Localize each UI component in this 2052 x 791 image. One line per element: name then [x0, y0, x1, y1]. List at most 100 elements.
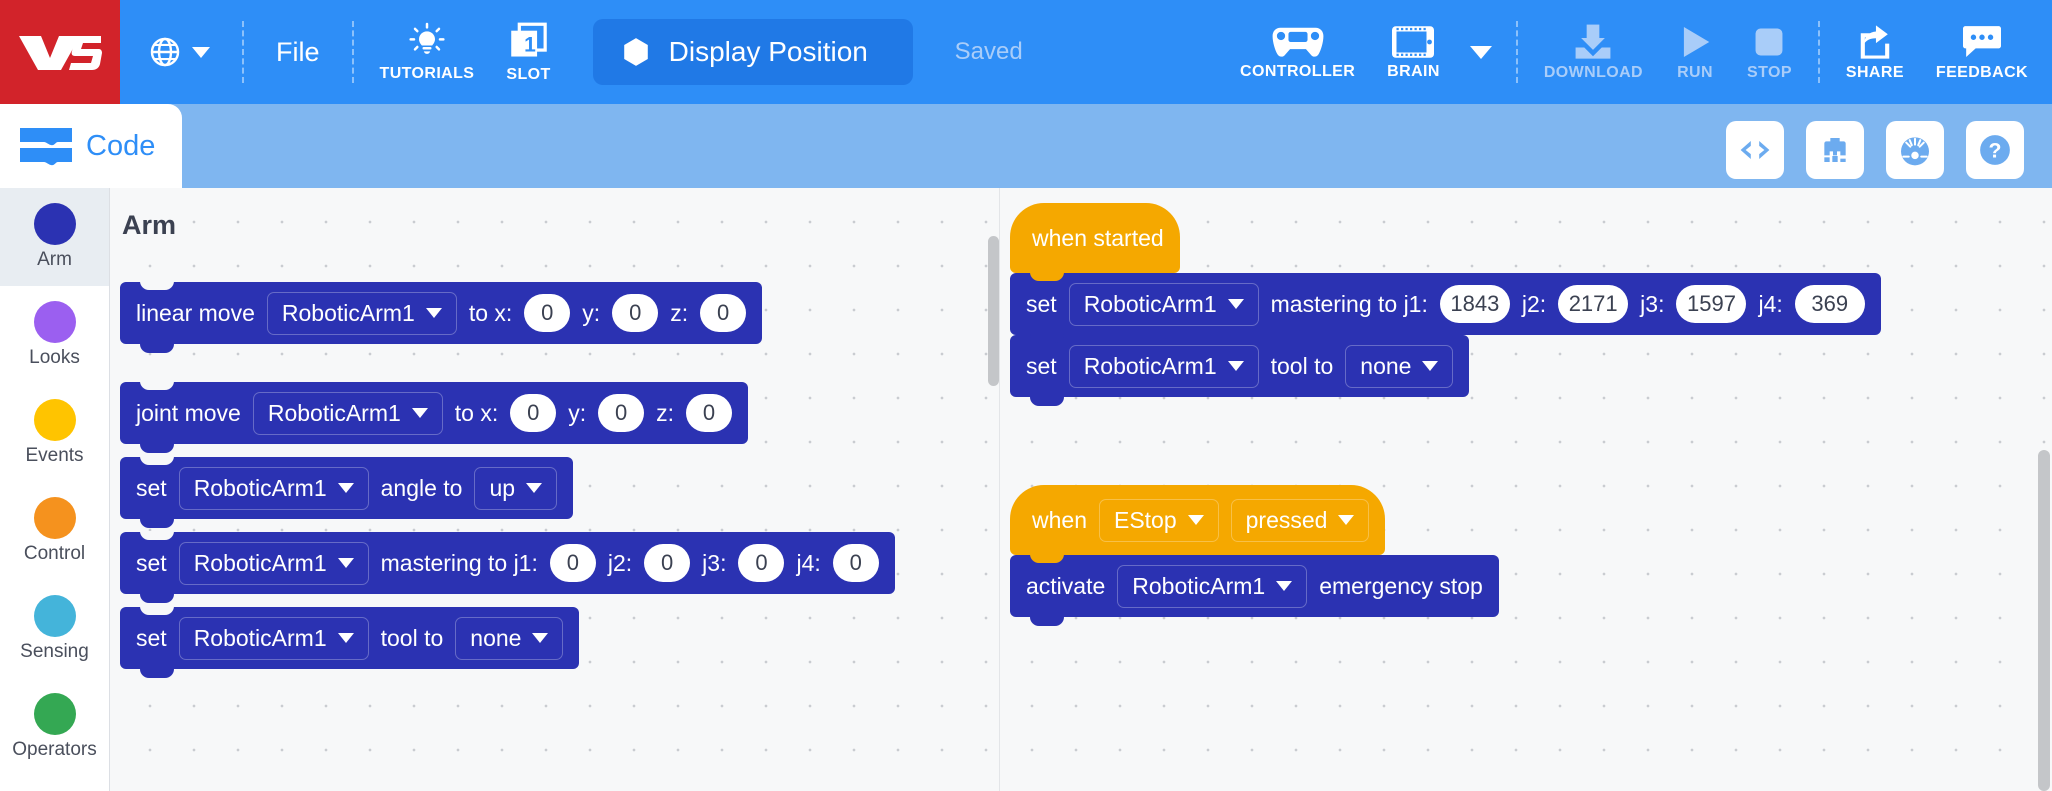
block-verb: set	[1026, 352, 1057, 379]
sidebar-item-label: Operators	[12, 739, 97, 760]
device-dropdown[interactable]: RoboticArm1	[1117, 564, 1308, 608]
sidebar-item-events[interactable]: Events	[0, 384, 109, 482]
dashboard-button[interactable]	[1886, 121, 1944, 179]
workspace-block-activate-emergency-stop[interactable]: activate RoboticArm1 emergency stop	[1010, 554, 1499, 626]
block-verb: set	[136, 549, 167, 576]
y-label: y:	[568, 399, 587, 426]
sidebar-item-label: Looks	[29, 347, 80, 368]
file-menu-button[interactable]: File	[276, 36, 320, 67]
palette-category-title: Arm	[122, 210, 177, 240]
tool-dropdown[interactable]: none	[1345, 344, 1454, 388]
slot-button[interactable]: 1 SLOT	[490, 0, 566, 104]
block-palette[interactable]: Arm linear move RoboticArm1 to x: 0 y: 0…	[110, 188, 1000, 791]
z-input[interactable]: 0	[700, 294, 747, 332]
device-dropdown[interactable]: RoboticArm1	[252, 391, 443, 435]
workspace-hat-when-started[interactable]: when started	[1010, 203, 1180, 282]
y-input[interactable]: 0	[598, 394, 645, 432]
j3-input[interactable]: 1597	[1676, 285, 1747, 323]
feedback-button[interactable]: FEEDBACK	[1920, 0, 2044, 104]
device-dropdown[interactable]: RoboticArm1	[178, 616, 369, 660]
block-verb: linear move	[136, 299, 255, 326]
category-sidebar: Arm Looks Events Control Sensing Operato…	[0, 188, 110, 791]
j4-input[interactable]: 0	[832, 544, 879, 582]
brain-dropdown-button[interactable]	[1456, 0, 1506, 104]
palette-block-linear-move[interactable]: linear move RoboticArm1 to x: 0 y: 0 z: …	[120, 281, 763, 353]
chevron-down-icon	[1227, 299, 1244, 309]
sidebar-item-arm[interactable]: Arm	[0, 188, 109, 286]
device-dropdown[interactable]: RoboticArm1	[178, 466, 369, 510]
help-question-icon: ?	[1980, 135, 2010, 165]
block-mid-label: mastering to j1:	[1270, 290, 1428, 317]
j4-input[interactable]: 369	[1794, 285, 1865, 323]
workspace-block-set-mastering[interactable]: set RoboticArm1 mastering to j1: 1843 j2…	[1010, 272, 1881, 344]
device-dropdown[interactable]: RoboticArm1	[1068, 282, 1259, 326]
download-label: DOWNLOAD	[1543, 63, 1644, 81]
j1-input[interactable]: 1843	[1439, 285, 1510, 323]
block-mid-label: emergency stop	[1319, 572, 1483, 599]
hexagon-icon	[623, 38, 648, 66]
share-button[interactable]: SHARE	[1830, 0, 1920, 104]
globe-icon	[150, 37, 180, 67]
x-input[interactable]: 0	[510, 394, 557, 432]
palette-block-set-angle[interactable]: set RoboticArm1 angle to up	[120, 456, 574, 528]
brain-button[interactable]: BRAIN	[1371, 0, 1456, 104]
workspace-hat-when-estop[interactable]: when EStop pressed	[1010, 485, 1386, 564]
tab-code[interactable]: Code	[0, 104, 182, 188]
palette-block-joint-move[interactable]: joint move RoboticArm1 to x: 0 y: 0 z: 0	[120, 381, 749, 453]
y-label: y:	[582, 299, 601, 326]
chevron-down-icon	[532, 633, 549, 643]
palette-block-set-mastering[interactable]: set RoboticArm1 mastering to j1: 0 j2: 0…	[120, 531, 895, 603]
slot-icon: 1	[510, 22, 547, 56]
device-dropdown[interactable]: RoboticArm1	[178, 541, 369, 585]
toolbar-right-group: CONTROLLER BRAIN	[1224, 0, 2052, 104]
sidebar-item-control[interactable]: Control	[0, 482, 109, 580]
block-verb: set	[1026, 290, 1057, 317]
y-input[interactable]: 0	[612, 294, 659, 332]
dashboard-gauge-icon	[1901, 137, 1929, 166]
j2-input[interactable]: 2171	[1558, 285, 1629, 323]
run-button[interactable]: RUN	[1659, 0, 1731, 104]
code-workspace[interactable]: when started set RoboticArm1 mastering t…	[1000, 188, 2052, 791]
x-input[interactable]: 0	[524, 294, 571, 332]
sidebar-item-looks[interactable]: Looks	[0, 286, 109, 384]
project-title: Display Position	[668, 36, 868, 67]
j3-input[interactable]: 0	[738, 544, 785, 582]
category-color-dot	[33, 203, 76, 245]
chevron-down-icon	[337, 558, 354, 568]
stop-icon	[1755, 28, 1783, 55]
help-button[interactable]: ?	[1966, 121, 2024, 179]
z-label: z:	[656, 399, 675, 426]
controller-button[interactable]: CONTROLLER	[1224, 0, 1371, 104]
j2-label: j2:	[1521, 290, 1547, 317]
tool-dropdown[interactable]: none	[455, 616, 564, 660]
toolbar-divider	[242, 21, 244, 83]
workspace-block-set-tool[interactable]: set RoboticArm1 tool to none	[1010, 334, 1470, 406]
block-mid-label: tool to	[1270, 352, 1334, 379]
tutorials-label: TUTORIALS	[379, 64, 475, 82]
palette-scrollbar[interactable]	[988, 236, 999, 386]
j2-input[interactable]: 0	[644, 544, 691, 582]
category-color-dot	[33, 399, 76, 441]
estop-action-dropdown[interactable]: pressed	[1230, 498, 1370, 542]
code-view-button[interactable]	[1726, 121, 1784, 179]
language-selector[interactable]	[120, 0, 232, 104]
device-dropdown[interactable]: RoboticArm1	[266, 291, 457, 335]
download-button[interactable]: DOWNLOAD	[1528, 0, 1659, 104]
j1-input[interactable]: 0	[549, 544, 596, 582]
workspace-scrollbar[interactable]	[2038, 450, 2050, 791]
estop-action-value: pressed	[1245, 506, 1328, 533]
tutorials-button[interactable]: TUTORIALS	[364, 0, 491, 104]
estop-source-dropdown[interactable]: EStop	[1098, 498, 1219, 542]
sidebar-item-label: Sensing	[20, 641, 89, 662]
device-dropdown[interactable]: RoboticArm1	[1068, 344, 1259, 388]
palette-block-set-tool[interactable]: set RoboticArm1 tool to none	[120, 606, 580, 678]
sidebar-item-sensing[interactable]: Sensing	[0, 580, 109, 678]
sidebar-item-operators[interactable]: Operators	[0, 678, 109, 776]
z-input[interactable]: 0	[686, 394, 733, 432]
stop-button[interactable]: STOP	[1731, 0, 1808, 104]
angle-dropdown[interactable]: up	[474, 466, 558, 510]
chevron-down-icon	[192, 46, 210, 58]
project-name-field[interactable]: Display Position	[592, 19, 913, 85]
brain-devices-button[interactable]	[1806, 121, 1864, 179]
angle-dropdown-value: up	[489, 474, 516, 501]
